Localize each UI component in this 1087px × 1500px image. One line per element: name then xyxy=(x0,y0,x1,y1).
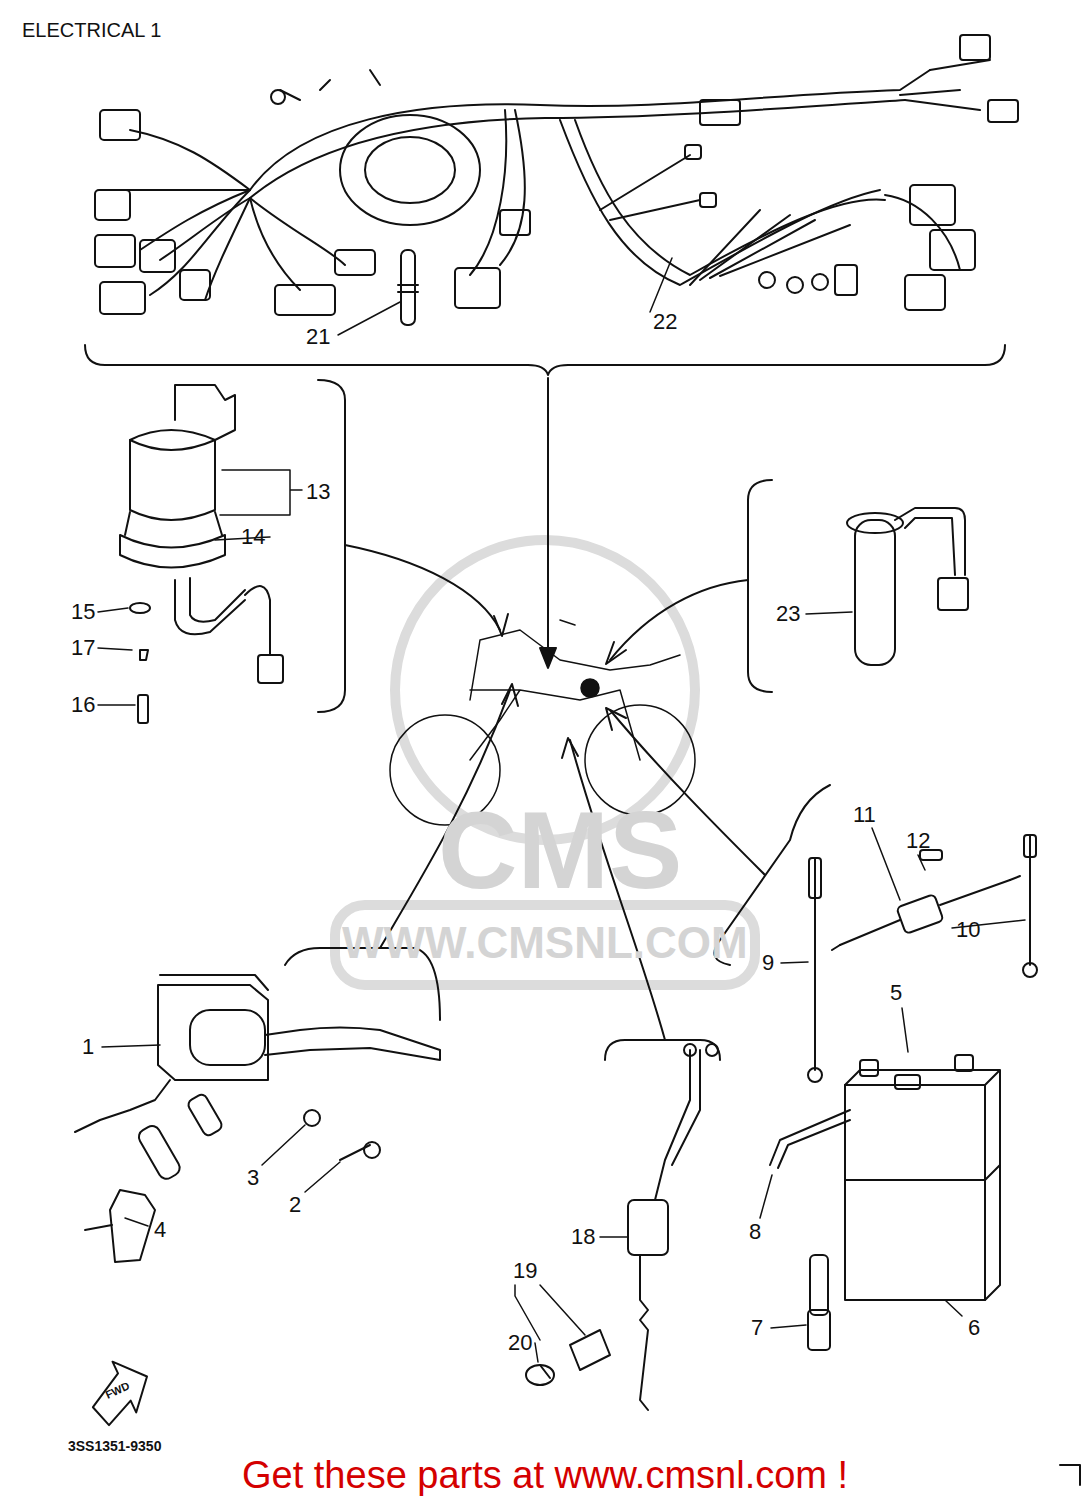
callout-number: 6 xyxy=(968,1317,980,1339)
footer-caption: Get these parts at www.cmsnl.com ! xyxy=(242,1456,848,1494)
drawing-code: 3SS1351-9350 xyxy=(68,1439,161,1453)
diagram-title: ELECTRICAL 1 xyxy=(22,20,161,40)
callout-number: 22 xyxy=(653,311,677,333)
direction-mark: FWD xyxy=(104,1380,131,1401)
callout-number: 15 xyxy=(71,601,95,623)
callout-number: 13 xyxy=(306,481,330,503)
callout-number: 1 xyxy=(82,1036,94,1058)
callout-number: 10 xyxy=(956,919,980,941)
callout-number: 23 xyxy=(776,603,800,625)
callout-number: 19 xyxy=(513,1260,537,1282)
callout-number: 17 xyxy=(71,637,95,659)
callout-number: 18 xyxy=(571,1226,595,1248)
callout-number: 8 xyxy=(749,1221,761,1243)
callout-number: 11 xyxy=(853,804,876,826)
callout-number: 14 xyxy=(241,526,265,548)
callout-number: 2 xyxy=(289,1194,301,1216)
callout-number: 12 xyxy=(906,830,930,852)
callout-number: 4 xyxy=(154,1219,166,1241)
callout-number: 5 xyxy=(890,982,902,1004)
callout-number: 20 xyxy=(508,1332,532,1354)
callout-number: 3 xyxy=(247,1167,259,1189)
callout-number: 7 xyxy=(751,1317,763,1339)
callout-number: 21 xyxy=(306,326,330,348)
callout-number: 9 xyxy=(762,952,774,974)
watermark-text: CMS xyxy=(438,795,682,905)
callout-number: 16 xyxy=(71,694,95,716)
watermark-text: WWW.CMSNL.COM xyxy=(342,921,748,965)
